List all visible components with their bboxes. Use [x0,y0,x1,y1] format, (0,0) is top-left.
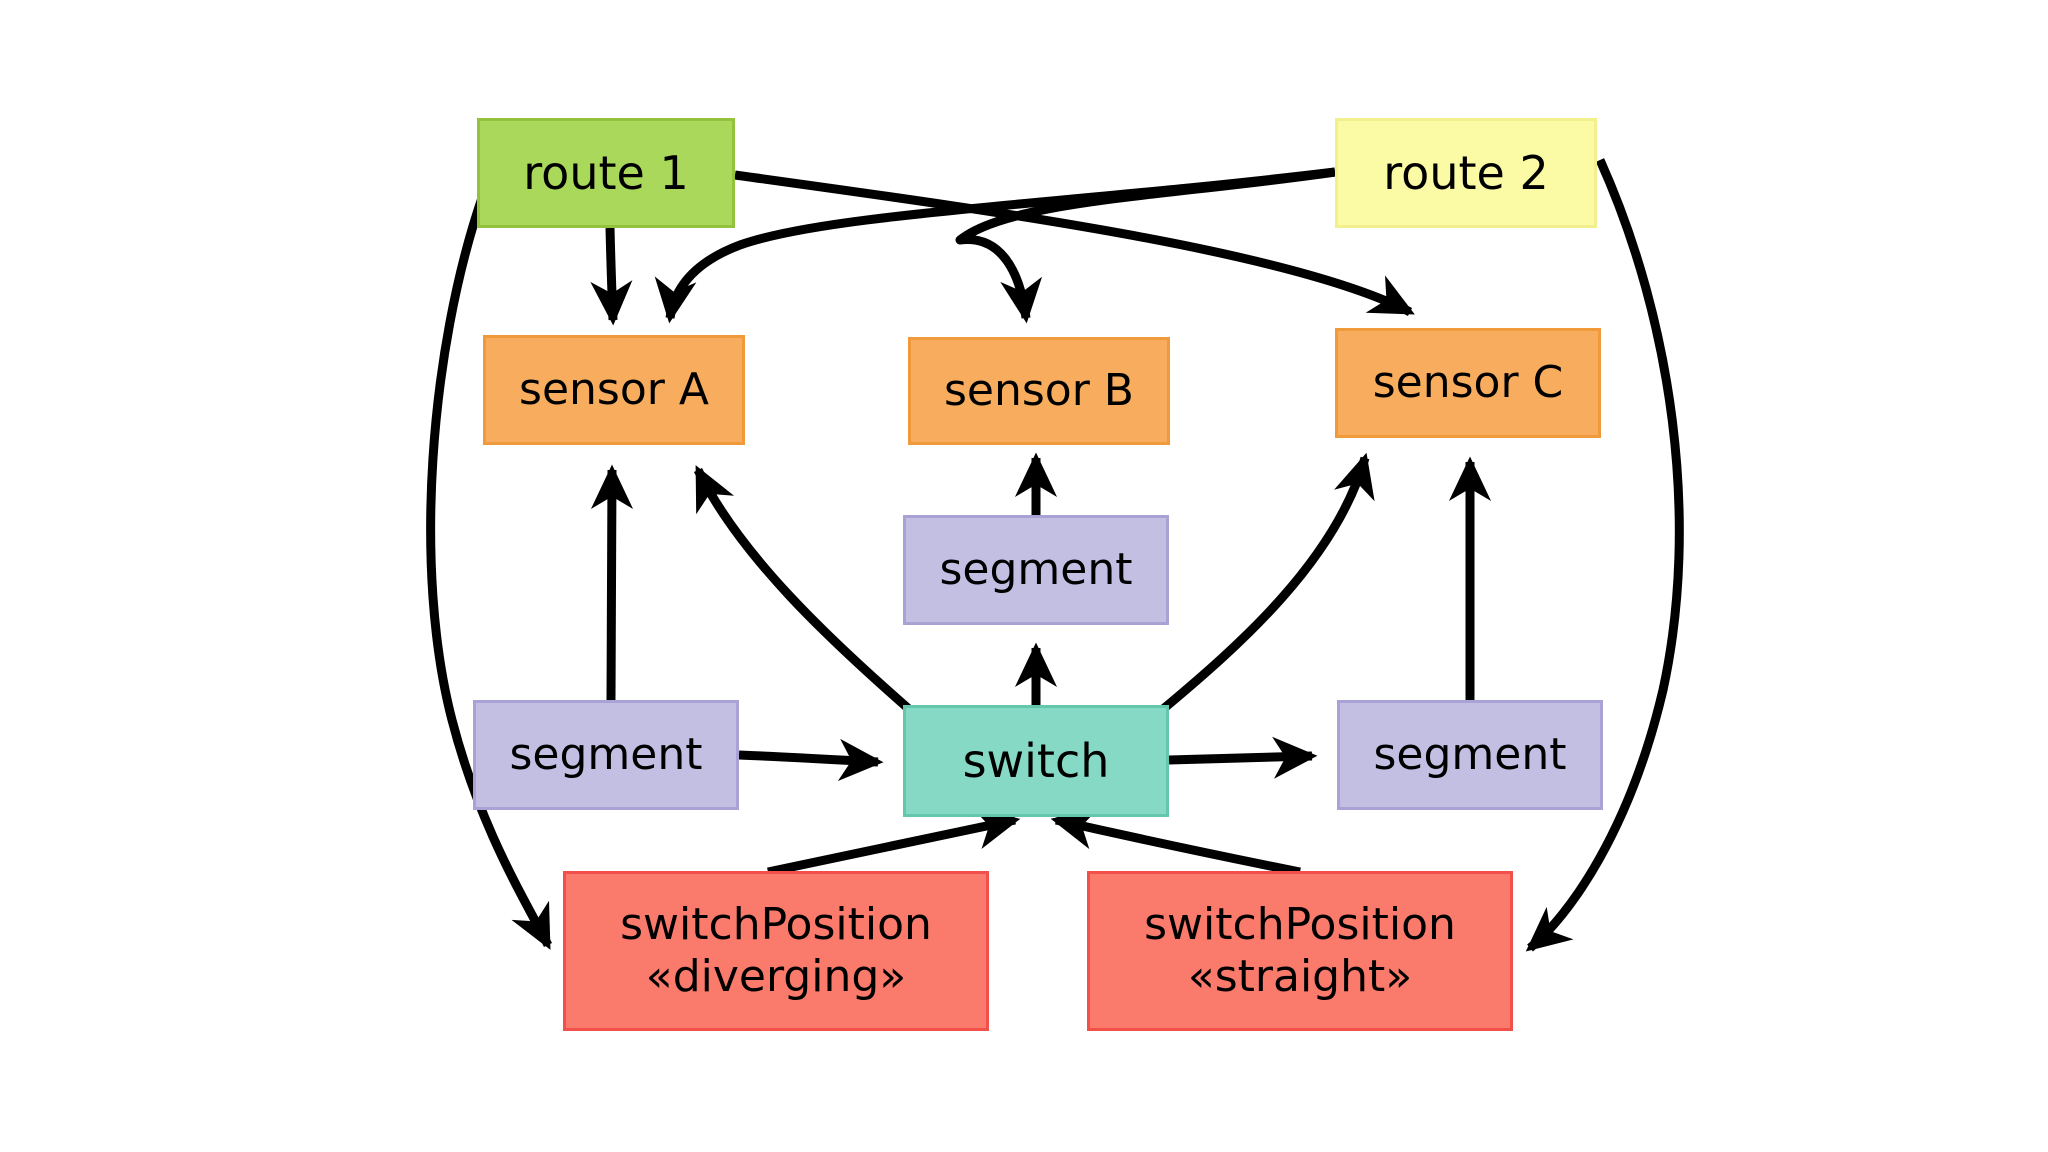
node-route-1[interactable]: route 1 [477,118,735,228]
node-sensor-b[interactable]: sensor B [908,337,1170,445]
node-switch-position-diverging[interactable]: switchPosition «diverging» [563,871,989,1031]
node-sensor-a-label: sensor A [519,364,709,416]
edge-route1-to-sensorA [590,227,633,326]
edge-route2-to-spStraight [1525,158,1684,952]
edge-route2-to-sensorB [955,167,1336,324]
edge-spDiverging-to-switch [767,807,1021,877]
edge-route2-to-sensorA [654,167,1336,324]
node-sensor-a[interactable]: sensor A [483,335,745,445]
edge-switch-to-sensorA [693,465,913,714]
node-segment-left[interactable]: segment [473,700,739,810]
node-switch[interactable]: switch [903,705,1169,817]
edge-route1-to-spDiverging [426,196,553,950]
node-route-1-label: route 1 [523,145,689,200]
edge-switch-to-segmentRight [1168,736,1318,779]
node-switch-position-straight[interactable]: switchPosition «straight» [1087,871,1513,1031]
edge-spStraight-to-switch [1050,808,1301,877]
node-segment-right[interactable]: segment [1337,700,1603,810]
node-sensor-c-label: sensor C [1372,357,1564,409]
node-route-2[interactable]: route 2 [1335,118,1597,228]
edge-segmentLeft-to-switch [738,738,884,781]
edge-switch-to-sensorC [1159,452,1375,714]
node-switch-position-diverging-label: switchPosition «diverging» [620,899,932,1002]
node-segment-middle-label: segment [939,544,1133,596]
edge-route1-to-sensorC [734,170,1415,316]
node-route-2-label: route 2 [1383,145,1549,200]
node-switch-label: switch [962,733,1110,788]
node-segment-right-label: segment [1373,729,1567,781]
node-segment-left-label: segment [509,729,703,781]
node-segment-middle[interactable]: segment [903,515,1169,625]
edge-segmentLeft-to-sensorA [590,464,634,701]
node-sensor-c[interactable]: sensor C [1335,328,1601,438]
node-switch-position-straight-label: switchPosition «straight» [1144,899,1456,1002]
node-sensor-b-label: sensor B [944,365,1134,417]
